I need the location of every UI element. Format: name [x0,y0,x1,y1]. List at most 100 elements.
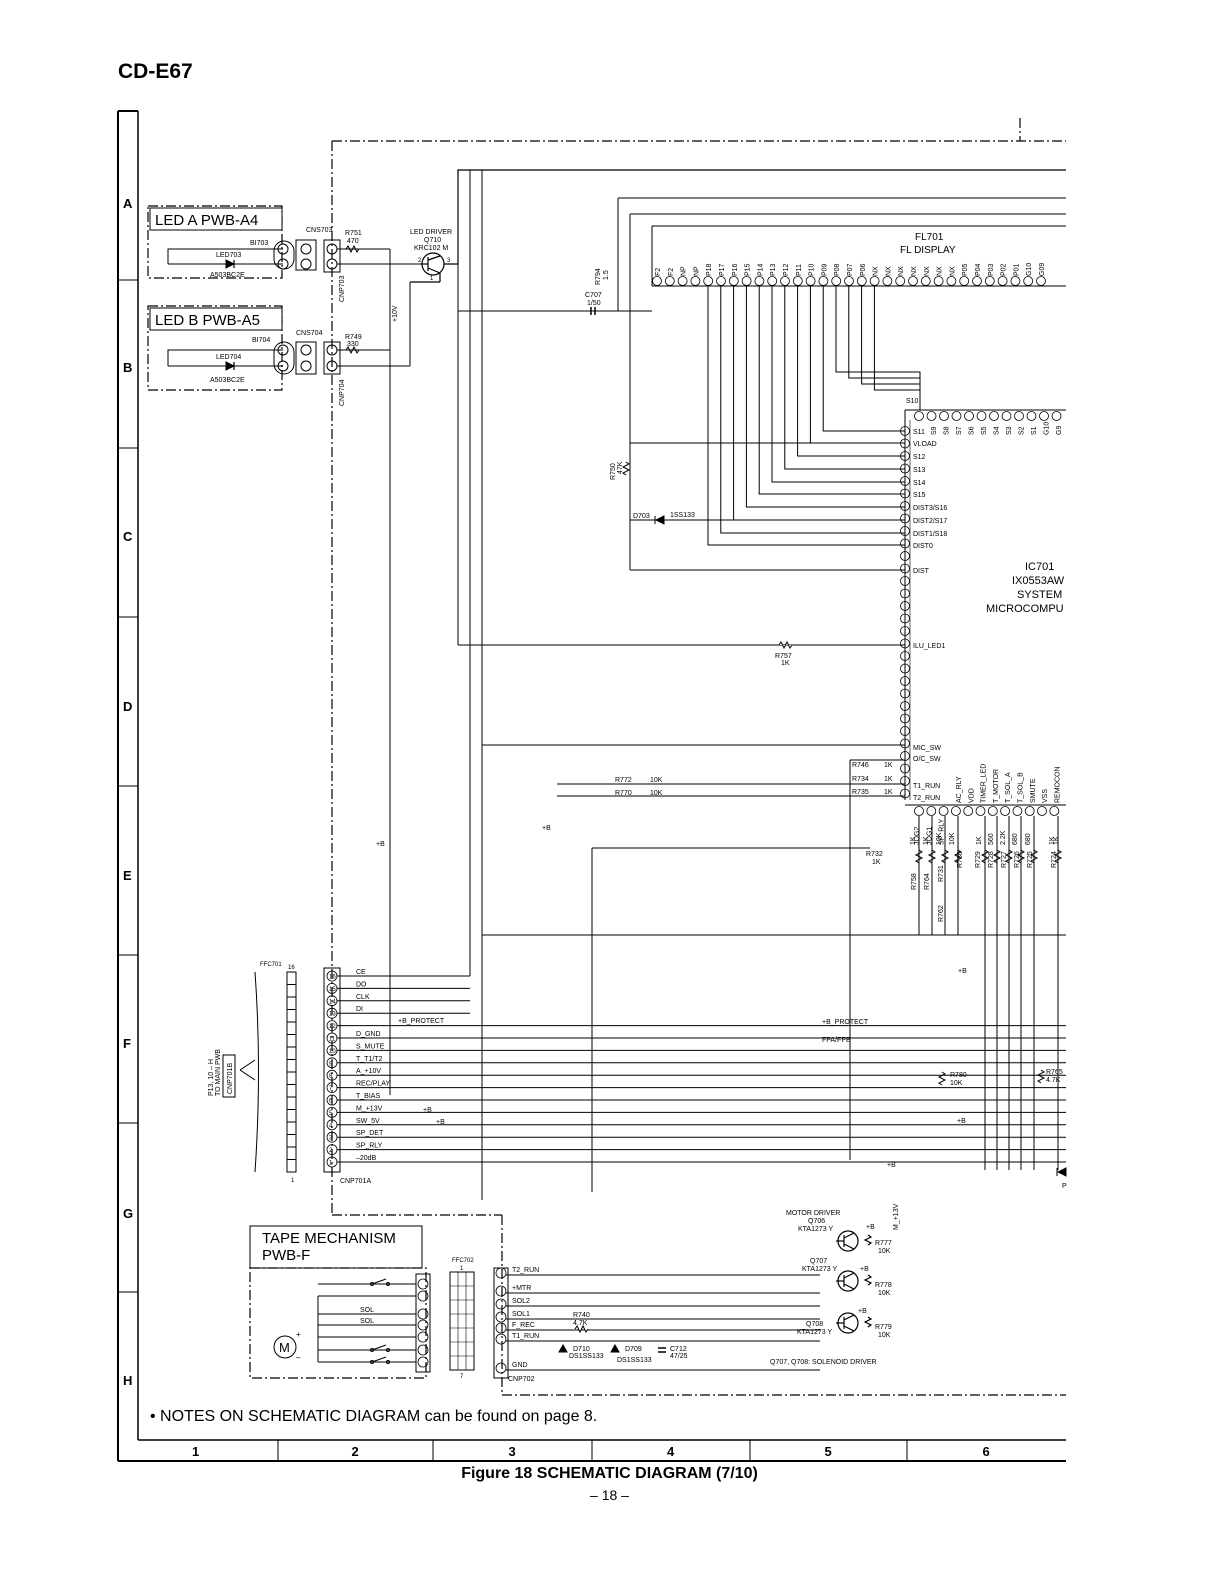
plus-b-q707: +B [860,1266,869,1273]
r757-resistor-icon [778,640,793,650]
d709-diode-icon [610,1343,620,1353]
c712-label: C712 [670,1346,687,1353]
c707-capacitor-icon [590,307,596,315]
ic-left-pin-label: DIST3/S16 [913,505,947,512]
cnp702-signal-label: SOL2 [512,1298,530,1305]
cnp701-signal-label: CLK [356,994,370,1001]
fl-pin-label: P01 [1013,263,1020,276]
fl-pin-label: P10 [809,263,816,276]
d709-part: DS1SS133 [617,1357,652,1364]
ic-pin-dist: DIST [913,568,930,575]
c712-capacitor-icon [658,1347,666,1353]
cnp701-signal-label: A_+10V [356,1068,381,1075]
d710-part: DS1SS133 [569,1353,604,1360]
r777-label: R777 [875,1240,892,1247]
ic-bottom-pin-label: T_SOL_B [1018,772,1025,803]
cnp702-signal-label: GND [512,1362,528,1369]
cnp702-signal-label: T1_RUN [512,1333,539,1340]
r751-resistor-icon [345,244,360,254]
cnp701-pin-number: 3 [329,1136,333,1142]
cnp703-label: CNP703 [339,275,346,302]
ic-left-pin-label: S12 [913,454,926,461]
c707-value: 1/50 [587,300,601,307]
ic-left-pin-label: S13 [913,467,926,474]
svg-text:1: 1 [430,276,434,282]
bottom-resistor-value: 1K [976,836,983,845]
fl-pin-label: P03 [988,263,995,276]
to-main-line-2: TO MAIN PWB [215,1049,222,1096]
fl-pin-label: NX [911,266,918,276]
fl-pin-label: P04 [975,263,982,276]
d710-diode-icon [558,1343,568,1353]
motor-icon [273,1335,297,1359]
r734-value: 1K [884,776,893,783]
r740-resistor-icon [574,1324,589,1334]
col-label-1: 1 [192,1444,199,1459]
q706-label: Q706 [808,1218,825,1225]
r778-label: R778 [875,1282,892,1289]
s-row-label: S1 [1031,426,1038,435]
r735-value: 1K [884,789,893,796]
fl-pin-label: NX [898,266,905,276]
bottom-resistor-value: 1K [1053,836,1060,845]
led-b-board: LED B PWB-A5 BI704 LED704 A503BC2E [147,305,317,391]
bottom-resistor-value: 680 [1025,833,1032,845]
cnp702-signal-label: T2_RUN [512,1267,539,1274]
bottom-resistor-value: 10K [936,832,943,845]
q708-part: KTA1273 Y [797,1329,832,1336]
tape-title-1: TAPE MECHANISM [262,1230,396,1247]
plus-b-label-5: +B [887,1162,896,1169]
plus-b-q708: +B [858,1308,867,1315]
r765-resistor-icon [1036,1069,1046,1084]
plus10v-label: +10V [392,305,399,322]
cnp704-label: CNP704 [339,379,346,406]
bottom-resistor-value: 560 [988,833,995,845]
bottom-resistor-value: 2.2K [1000,830,1007,845]
ic701-desc-1: SYSTEM [1017,589,1062,601]
ic-bottom-pin-label: SMUTE [1030,778,1037,803]
ic-left-pin-label: S15 [913,492,926,499]
ffc702-pin-7: 7 [460,1374,464,1380]
cnp701-pin-number: 8 [329,1074,333,1080]
s-row-label: S9 [931,426,938,435]
to-main-line-1: P13, 10 – H [208,1059,215,1096]
led704-part: A503BC2E [210,377,245,384]
r794-label: R794 [595,268,602,285]
r780-label: R780 [950,1072,967,1079]
cnp701-pin-number: 10 [329,1049,336,1055]
r770-label: R770 [615,790,632,797]
plus-b-label-6: +B [423,1107,432,1114]
plus-b-q706: +B [866,1224,875,1231]
ic-bottom-pin-label: VSS [1042,789,1049,803]
cnp701-pin-number: 6 [329,1099,333,1105]
fl-pin-label: P08 [834,263,841,276]
cnp702-signal-label: F_REC [512,1322,535,1329]
bottom-resistor-value: 1K [923,836,930,845]
r794-value: 1.5 [603,270,610,280]
fl-pin-label: P16 [732,263,739,276]
r749-label: R749 [345,334,362,341]
r732-label: R732 [866,851,883,858]
cnp702-signal-label: SOL1 [512,1311,530,1318]
fl-pin-label: P05 [962,263,969,276]
r762-label: R762 [938,905,945,922]
svg-text:2: 2 [418,258,422,264]
row-label-e: E [123,868,132,883]
ic-pin-mic-sw: MIC_SW [913,745,941,752]
motor-driver-label: MOTOR DRIVER [786,1210,840,1217]
ffc702-label: FFC702 [452,1258,474,1264]
cnp701-signal-label: M_+13V [356,1105,383,1112]
q707-label: Q707 [810,1258,827,1265]
fl-pin-label: P12 [783,263,790,276]
tape-mechanism-board: TAPE MECHANISM PWB-F SOL SOL M + – [249,1225,431,1379]
r724-label: R724 [1051,851,1058,868]
s-row-label: S2 [1019,426,1026,435]
cnp701a-label: CNP701A [340,1178,371,1185]
ic701-label: IC701 [1025,561,1054,573]
cnp701-signal-label: SP_RLY [356,1143,383,1150]
cns703-label: CNS703 [306,227,333,234]
ic701-desc-2: MICROCOMPU [986,603,1064,615]
r728-label: R728 [988,851,995,868]
c712-value: 47/25 [670,1353,688,1360]
